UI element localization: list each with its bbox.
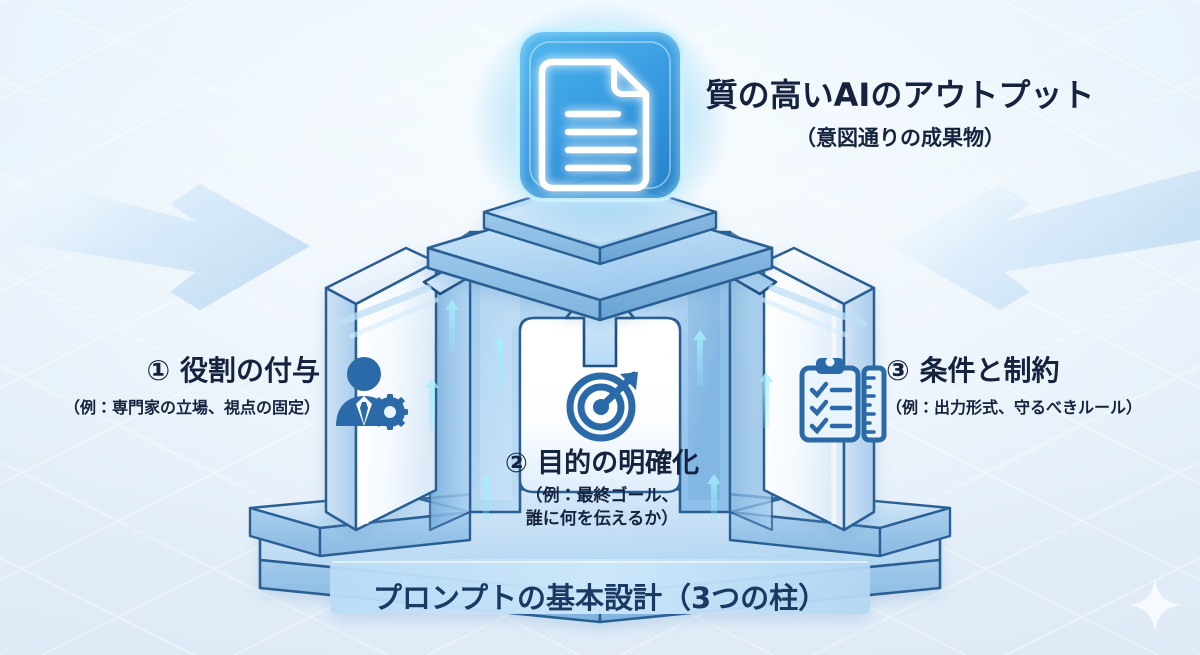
- pillar-right-example: （例：出力形式、守るべきルール）: [886, 398, 1143, 418]
- pillar-center-example: （例：最終ゴール、 誰に何を伝えるか）: [452, 485, 752, 531]
- user-gear-icon: [336, 357, 408, 430]
- output-title-block: 質の高いAIのアウトプット （意図通りの成果物）: [700, 76, 1100, 152]
- output-headline: 質の高いAIのアウトプット: [705, 76, 1095, 114]
- pillar-label-right: ③ 条件と制約 （例：出力形式、守るべきルール）: [886, 354, 1186, 418]
- pillar-label-center: ② 目的の明確化 （例：最終ゴール、 誰に何を伝えるか）: [452, 448, 752, 531]
- pillar-center-example-line1: （例：最終ゴール、: [525, 486, 679, 507]
- pillar-center-example-line2: 誰に何を伝えるか）: [525, 508, 679, 529]
- document-icon: [538, 58, 650, 192]
- base-caption-block: プロンプトの基本設計（3つの柱）: [340, 575, 860, 617]
- base-caption-text: プロンプトの基本設計（3つの柱）: [372, 581, 828, 615]
- output-subline: （意図通りの成果物）: [795, 126, 1005, 151]
- pillar-left-example: （例：専門家の立場、視点の固定）: [63, 398, 320, 418]
- clipboard-checklist-ruler-icon: [799, 357, 887, 443]
- pillar-left-title: ① 役割の付与: [146, 354, 320, 387]
- target-arrow-icon: [566, 371, 638, 442]
- pillar-label-left: ① 役割の付与 （例：専門家の立場、視点の固定）: [30, 354, 320, 418]
- pillar-right-title: ③ 条件と制約: [886, 354, 1060, 387]
- pillar-center-title: ② 目的の明確化: [504, 448, 700, 479]
